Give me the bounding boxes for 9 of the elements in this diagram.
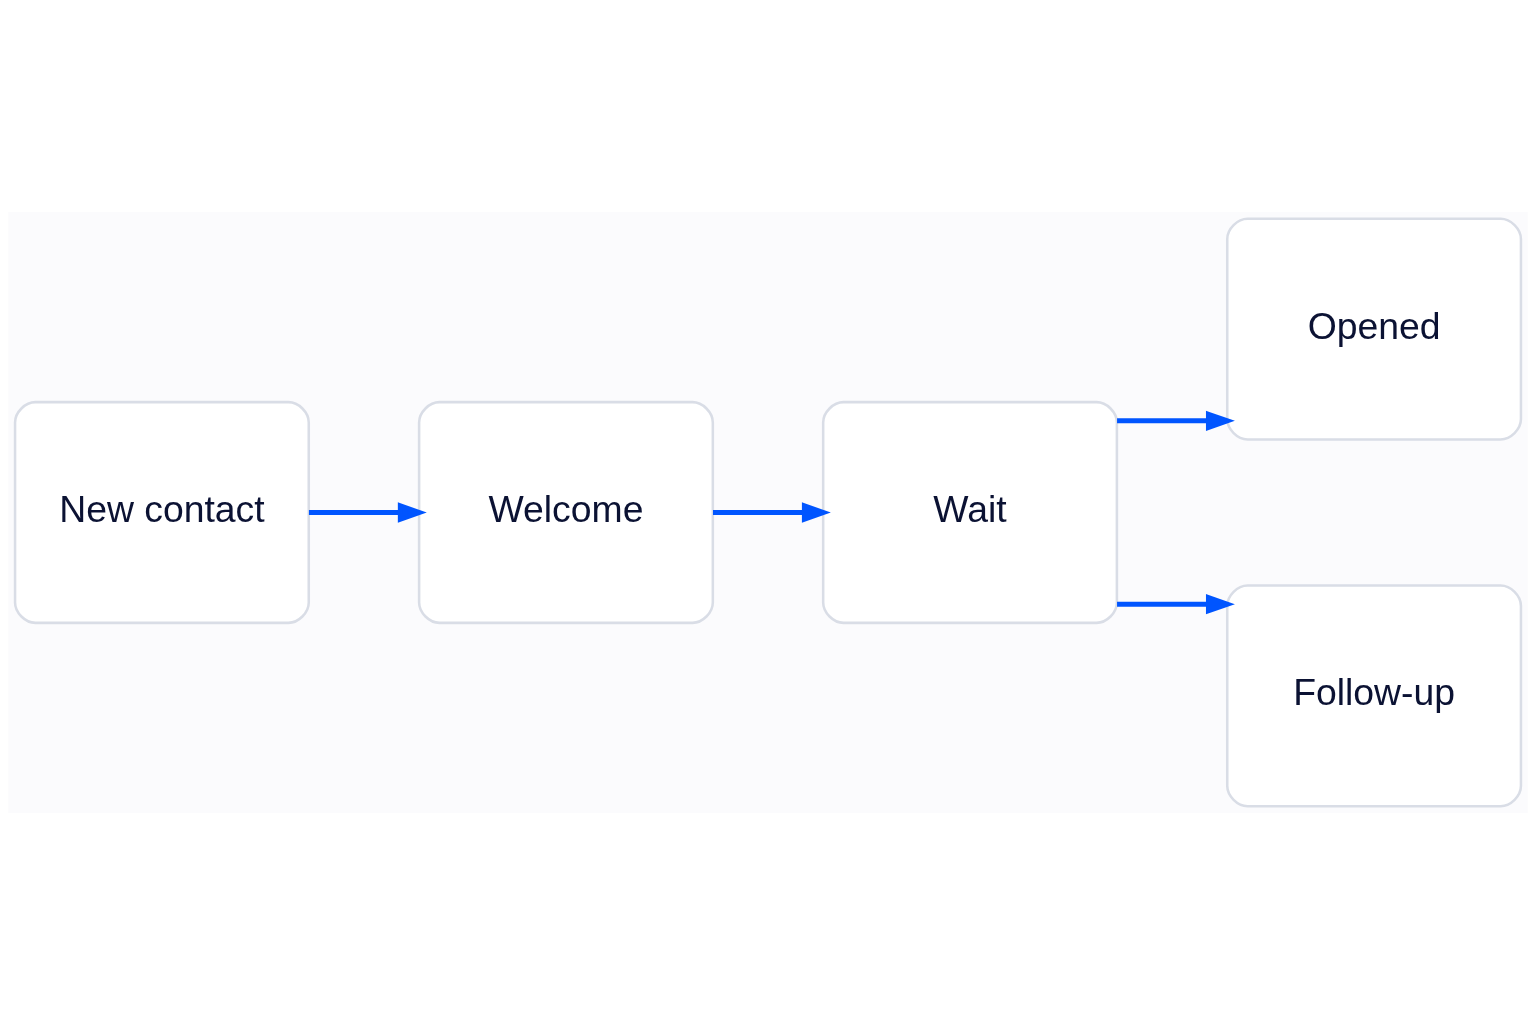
arrow	[308, 501, 427, 523]
arrow	[1117, 410, 1235, 431]
node-box: Welcome	[417, 400, 715, 624]
node-box: Follow-up	[1225, 583, 1523, 807]
node-box: Wait	[821, 400, 1119, 624]
arrow	[1117, 593, 1235, 614]
node-box: Opened	[1225, 217, 1523, 441]
arrow	[713, 501, 831, 523]
node-box: New contact	[13, 400, 311, 624]
